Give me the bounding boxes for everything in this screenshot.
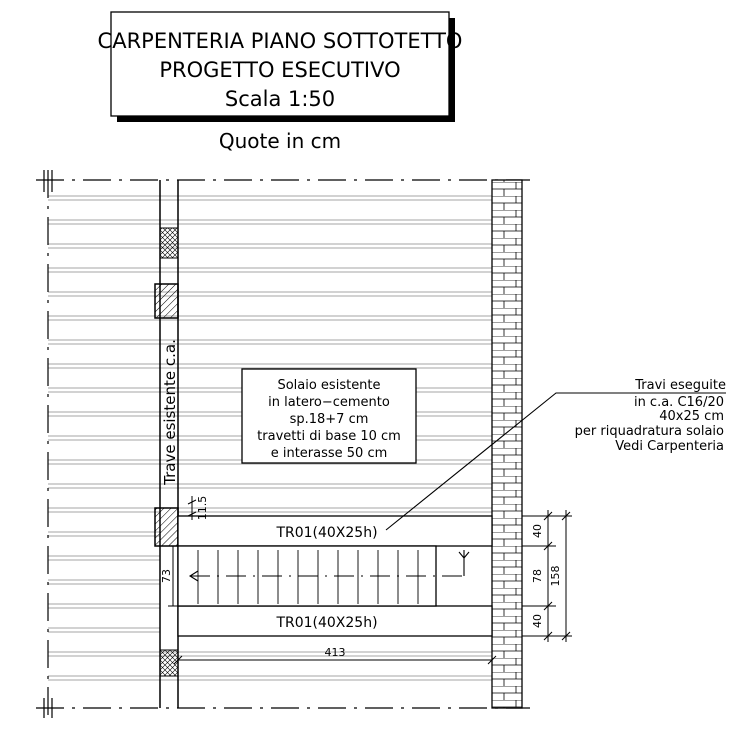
beams-note-line-5: Vedi Carpenteria bbox=[615, 439, 724, 454]
dim-bottom-width-text: 413 bbox=[325, 646, 346, 659]
axis-ticks bbox=[43, 170, 53, 718]
slab-note-line-2: in latero−cemento bbox=[268, 395, 390, 410]
dim-right-bottom-text: 40 bbox=[531, 614, 544, 628]
dim-gap-small bbox=[187, 496, 197, 520]
dim-right-total-text: 158 bbox=[549, 566, 562, 587]
title-line-2: PROGETTO ESECUTIVO bbox=[159, 58, 400, 82]
dim-gap-small-text: 11.5 bbox=[196, 496, 209, 521]
beams-note-line-1: Travi eseguite bbox=[634, 378, 726, 393]
beams-note-line-4: per riquadratura solaio bbox=[575, 424, 724, 439]
stair-opening bbox=[177, 545, 470, 607]
dim-right-chain bbox=[522, 510, 572, 642]
beams-leader bbox=[385, 392, 726, 531]
slab-note-line-3: sp.18+7 cm bbox=[290, 412, 369, 427]
title-line-1: CARPENTERIA PIANO SOTTOTETTO bbox=[98, 29, 463, 53]
dim-bottom-width bbox=[173, 654, 497, 666]
dim-stair-left-text: 73 bbox=[160, 569, 173, 583]
slab-joists bbox=[48, 195, 492, 681]
existing-beam-label: Trave esistente c.a. bbox=[161, 339, 179, 486]
units-note: Quote in cm bbox=[219, 129, 341, 153]
beams-note-line-3: 40x25 cm bbox=[659, 409, 724, 424]
axis-lines bbox=[36, 170, 530, 718]
beam-label-top: TR01(40X25h) bbox=[275, 525, 377, 541]
new-beam-bottom bbox=[177, 605, 493, 637]
beams-note: Travi eseguite in c.a. C16/20 40x25 cm p… bbox=[575, 378, 726, 454]
title-line-3: Scala 1:50 bbox=[225, 87, 335, 111]
beams-note-line-2: in c.a. C16/20 bbox=[634, 395, 724, 410]
slab-note-line-4: travetti di base 10 cm bbox=[257, 429, 401, 444]
dim-right-mid-text: 78 bbox=[531, 569, 544, 583]
beam-label-bottom: TR01(40X25h) bbox=[275, 615, 377, 631]
dim-stair-left bbox=[168, 545, 180, 607]
masonry-wall bbox=[491, 179, 523, 709]
title-block: CARPENTERIA PIANO SOTTOTETTO PROGETTO ES… bbox=[98, 11, 463, 122]
slab-note-line-1: Solaio esistente bbox=[277, 378, 380, 393]
dim-right-top-text: 40 bbox=[531, 524, 544, 538]
slab-note-line-5: e interasse 50 cm bbox=[271, 446, 388, 461]
slab-note-box: Solaio esistente in latero−cemento sp.18… bbox=[241, 368, 417, 464]
new-beam-top bbox=[177, 515, 493, 547]
